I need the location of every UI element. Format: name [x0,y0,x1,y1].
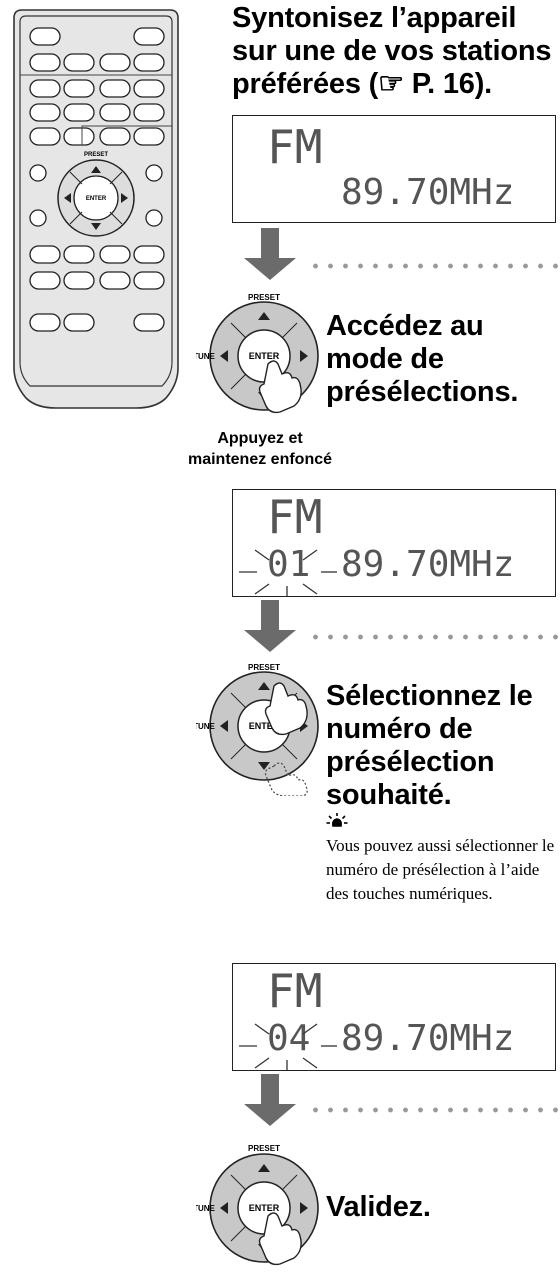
lcd-display-3: FM 04 89.70MHz [232,963,556,1071]
down-arrow-icon [244,600,296,652]
lcd-preset: 04 [267,1018,311,1059]
blink-marks [239,549,337,596]
blink-marks [239,1023,337,1070]
lcd-frequency: 89.70MHz [341,172,515,213]
lcd-band: FM [267,964,323,1018]
hand-press-icon [258,1212,302,1266]
hand-press-icon [258,360,302,414]
preset-label: PRESET [248,663,280,672]
lcd-band: FM [267,490,323,544]
lcd-display-2: FM 01 89.70MHz [232,489,556,597]
tip-text: Vous pouvez aussi sélectionner le numéro… [326,836,555,903]
lcd-frequency: 89.70MHz [341,1018,515,1059]
hand-press-icon [264,682,308,736]
preset-label: PRESET [248,1144,280,1153]
down-arrow-icon [244,1074,296,1126]
enter-label: ENTER [249,721,280,731]
lcd-frequency: 89.70MHz [341,544,515,585]
enter-label: ENTER [249,351,280,361]
remote-control-icon: PRESET ENTER [13,9,179,409]
step4-heading: Validez. [326,1191,431,1223]
dotted-divider [308,263,560,269]
dotted-divider [308,634,560,640]
remote-preset-label: PRESET [84,152,108,158]
preset-label: PRESET [248,293,280,302]
step3-heading: Sélectionnez le numéro de présélection s… [326,680,533,811]
down-arrow-icon [244,228,296,280]
tip-bulb-icon [326,813,348,827]
lcd-preset: 01 [267,544,311,585]
dotted-divider [308,1107,560,1113]
lcd-band: FM [267,120,323,174]
lcd-display-1: FM 89.70MHz [232,115,556,223]
hold-note: Appuyez et maintenez enfoncé [187,430,333,468]
enter-label: ENTER [249,1203,280,1213]
remote-enter-label: ENTER [86,196,107,202]
step2-heading: Accédez au mode de présélections. [326,310,519,408]
step1-heading: Syntonisez l’appareil sur une de vos sta… [232,2,552,100]
